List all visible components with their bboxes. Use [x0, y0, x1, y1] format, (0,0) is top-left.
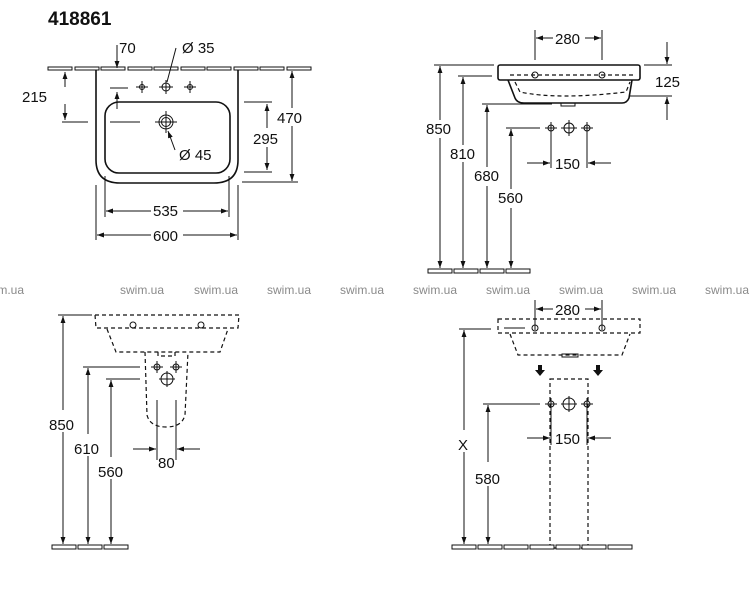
basin-body	[507, 79, 633, 104]
dim-600: 600	[153, 228, 178, 245]
dim-535: 535	[153, 203, 178, 220]
watermark-row: swim.ua swim.ua swim.ua swim.ua swim.ua …	[0, 283, 749, 297]
watermark: swim.ua	[267, 283, 311, 297]
dim-850: 850	[426, 121, 451, 138]
dim-150: 150	[555, 431, 580, 448]
floor-line	[451, 544, 633, 550]
wall-line	[47, 66, 312, 71]
arrow-down-icon	[535, 365, 545, 376]
dim-70: 70	[119, 40, 136, 57]
dim-560: 560	[98, 464, 123, 481]
dim-280: 280	[555, 302, 580, 319]
dim-125: 125	[655, 74, 680, 91]
dim-d45: Ø 45	[179, 147, 212, 164]
dim-80: 80	[158, 455, 175, 472]
dim-680: 680	[474, 168, 499, 185]
watermark: swim.ua	[120, 283, 164, 297]
dim-295: 295	[253, 131, 278, 148]
dim-150: 150	[555, 156, 580, 173]
product-code: 418861	[48, 9, 112, 30]
tap-holes	[136, 80, 196, 94]
basin-outline	[95, 70, 239, 184]
arrow-down-icon	[593, 365, 603, 376]
dim-810: 810	[450, 146, 475, 163]
top-view: 70 Ø 35 215 470 295 Ø 45 535 600	[22, 40, 312, 245]
dim-d35: Ø 35	[182, 40, 215, 57]
dim-280: 280	[555, 31, 580, 48]
side-view: 280 125 850 810 680 560 150	[426, 30, 680, 274]
dim-x: X	[458, 437, 468, 454]
watermark: swim.ua	[632, 283, 676, 297]
dim-560: 560	[498, 190, 523, 207]
valves	[151, 361, 182, 387]
floor-line	[51, 544, 129, 550]
watermark: swim.ua	[413, 283, 457, 297]
pedestal-view: 280 X 580 150	[451, 300, 641, 550]
watermark: swim.ua	[194, 283, 238, 297]
drain-hole	[155, 111, 177, 133]
dim-610: 610	[74, 441, 99, 458]
dim-850: 850	[49, 417, 74, 434]
watermark: swim.ua	[0, 283, 24, 297]
watermark: swim.ua	[705, 283, 749, 297]
dim-580: 580	[475, 471, 500, 488]
supply-valves	[545, 120, 593, 136]
dim-215: 215	[22, 89, 47, 106]
floor-line	[427, 268, 531, 274]
valves	[545, 396, 593, 412]
basin-rim	[497, 64, 641, 81]
watermark: swim.ua	[486, 283, 530, 297]
watermark: swim.ua	[559, 283, 603, 297]
dim-470: 470	[277, 110, 302, 127]
watermark: swim.ua	[340, 283, 384, 297]
bowl-outline	[104, 101, 231, 174]
half-pedestal-view: 850 610 560 80	[49, 314, 240, 550]
